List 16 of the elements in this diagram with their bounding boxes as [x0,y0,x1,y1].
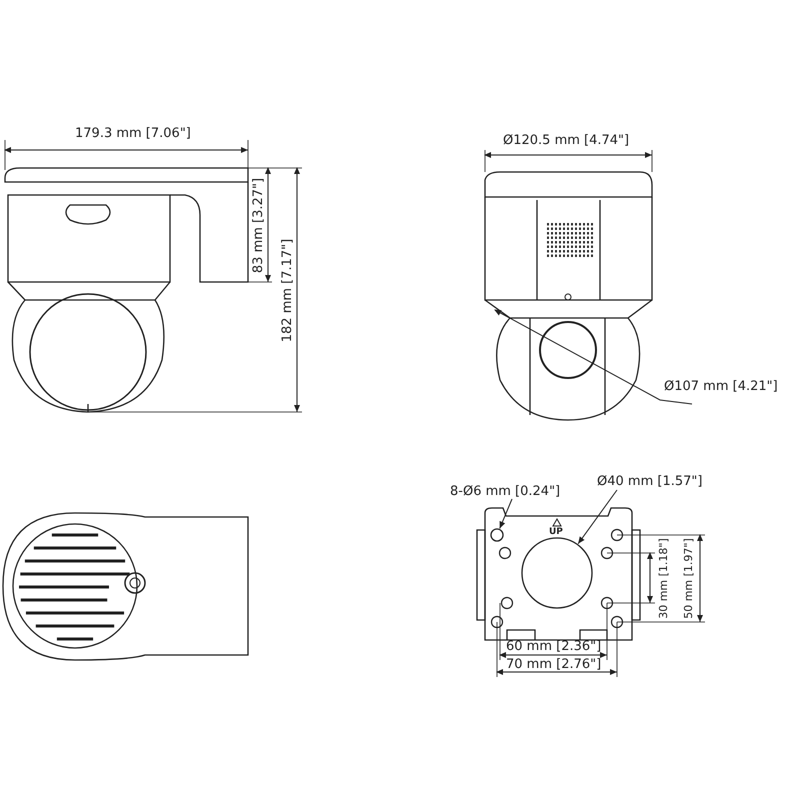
mounting-hole [489,527,505,543]
leader-line [578,490,618,544]
dimension-text: 30 mm [1.18"] [657,538,668,618]
dimension-text: Ø40 mm [1.57"] [597,474,702,489]
dimension-text: Ø120.5 mm [4.74"] [503,133,630,148]
dimension-text: 8-Ø6 mm [0.24"] [450,484,560,499]
dimension-text: 182 mm [7.17"] [280,238,295,342]
dimension-text: Ø107 mm [4.21"] [664,379,778,394]
dimension-text: 60 mm [2.36"] [506,639,602,654]
cable-hole [520,536,594,610]
dimension-text: 179.3 mm [7.06"] [75,126,191,141]
leader-line [499,498,512,529]
dimension-text: 83 mm [3.27"] [250,177,266,273]
dimension-text: 50 mm [1.97"] [682,538,694,618]
up-marking: UP [549,528,563,537]
dimension-text: 70 mm [2.76"] [506,657,602,672]
